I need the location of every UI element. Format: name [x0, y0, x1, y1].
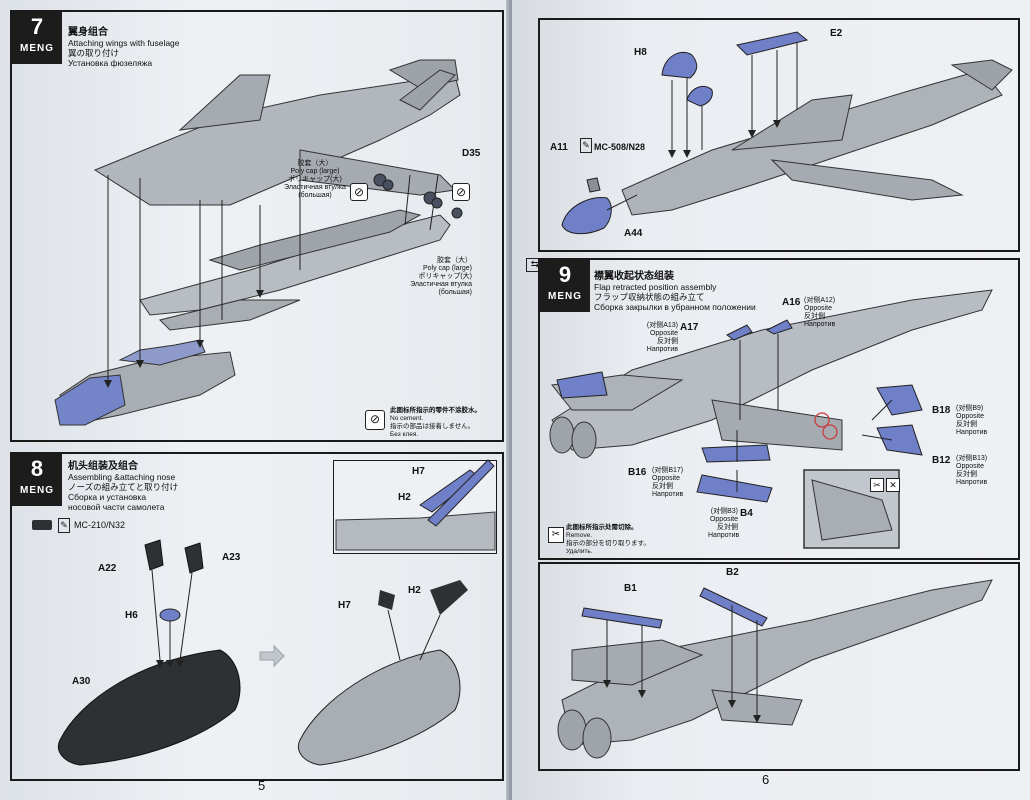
step9-title: 襟翼收起状态组装 Flap retracted position assembl… — [594, 271, 756, 313]
step8-title: 机头组装及组合 Assembling &attaching nose ノーズの組… — [68, 461, 179, 513]
step9-title-ru: Сборка закрылки в убранном положении — [594, 302, 756, 312]
brush-icon: ✎ — [58, 518, 70, 533]
label-a17: A17 — [680, 322, 699, 333]
label-b4: B4 — [740, 508, 753, 519]
step7-title-ru: Установка фюзеляжа — [68, 58, 153, 68]
step7-title-en: Attaching wings with fuselage — [68, 38, 180, 48]
remove-legend-icon: ✂ — [548, 527, 564, 543]
step9-badge: 9 MENG — [540, 260, 590, 312]
label-d35: D35 — [462, 148, 481, 159]
brush-icon: ✎ — [580, 138, 592, 153]
label-a11: A11 — [550, 142, 568, 153]
instruction-page-right: H8 E2 A11 ✎ MC-508/N28 A44 ⇆ 9 MENG 襟翼收起… — [512, 0, 1030, 800]
step8-panel — [10, 452, 504, 781]
paint-code-step8: MC-210/N32 — [74, 520, 126, 530]
step8-title-zh: 机头组装及组合 — [68, 461, 138, 472]
paint-code-top-right: MC-508/N28 — [594, 142, 646, 152]
no-cement-icon: ⊘ — [350, 183, 368, 201]
step9-brand-logo: MENG — [548, 291, 582, 302]
label-b1: B1 — [624, 583, 637, 594]
step8-brand-logo: MENG — [20, 485, 54, 496]
step7-badge: 7 MENG — [12, 12, 62, 64]
instruction-page-left: 7 MENG 翼身组合 Attaching wings with fuselag… — [0, 0, 510, 800]
page-number-right: 6 — [762, 772, 770, 787]
step7-title-jp: 翼の取り付け — [68, 48, 120, 58]
book-spine — [506, 0, 516, 800]
page-number-left: 5 — [258, 778, 266, 793]
step7-panel — [10, 10, 504, 442]
step-wing-panel — [538, 562, 1020, 771]
step-nose-panel — [538, 18, 1020, 252]
label-a16: A16 — [782, 297, 801, 308]
step7-number: 7 — [30, 14, 44, 39]
label-b2: B2 — [726, 567, 739, 578]
step-wing-drawing — [557, 579, 993, 759]
paint-swatch-dark — [32, 520, 52, 530]
step7-brand-logo: MENG — [20, 43, 54, 54]
label-h7: H7 — [338, 600, 351, 611]
label-a30: A30 — [72, 676, 91, 687]
step8-nose-drawing — [57, 459, 496, 766]
no-cement-legend: 此图标所指示的零件不涂胶水。No cement.指示の部品は接着しません。Без… — [390, 407, 481, 438]
label-h8: H8 — [634, 47, 647, 58]
step8-number: 8 — [30, 456, 44, 481]
polycap-note-bottom: 胶套（大）Poly cap (large)ポリキャップ(大)Эластичная… — [410, 257, 472, 296]
step7-title: 翼身组合 Attaching wings with fuselage 翼の取り付… — [68, 27, 180, 69]
remove-icon: ✂ — [870, 478, 884, 492]
step9-panel — [538, 258, 1020, 560]
step7-fuselage-drawing — [54, 59, 463, 426]
step9-title-zh: 襟翼收起状态组装 — [594, 271, 674, 282]
label-a44: A44 — [624, 228, 643, 239]
polycap-note-top: 胶套（大）Poly cap (large)ポリキャップ(大)Эластичная… — [284, 160, 346, 199]
step7-title-zh: 翼身组合 — [68, 27, 108, 38]
step8-title-ru1: Сборка и установка — [68, 492, 147, 502]
label-h2-inset: H2 — [398, 492, 411, 503]
label-h7-inset: H7 — [412, 466, 425, 477]
step8-title-en: Assembling &attaching nose — [68, 472, 176, 482]
step8-badge: 8 MENG — [12, 454, 62, 506]
cement-icon: ✕ — [886, 478, 900, 492]
label-b16: B16 — [628, 467, 647, 478]
step8-title-ru2: носовой части самолета — [68, 502, 165, 512]
no-cement-icon: ⊘ — [452, 183, 470, 201]
step9-title-jp: フラップ収納状態の組み立て — [594, 292, 705, 302]
no-cement-legend-icon: ⊘ — [365, 410, 385, 430]
label-a22: A22 — [98, 563, 117, 574]
label-b12: B12 — [932, 455, 951, 466]
step8-title-jp: ノーズの組み立てと取り付け — [68, 482, 179, 492]
label-b18: B18 — [932, 405, 951, 416]
step9-title-en: Flap retracted position assembly — [594, 282, 717, 292]
label-h2: H2 — [408, 585, 421, 596]
step-nose-drawing — [561, 31, 1013, 235]
remove-legend: 此图标所指示处需切除。Remove.指示の部分を切り取ります。Удалить. — [566, 524, 650, 555]
label-h6: H6 — [125, 610, 138, 621]
label-a23: A23 — [222, 552, 241, 563]
label-e2: E2 — [830, 28, 843, 39]
step9-number: 9 — [558, 262, 572, 287]
